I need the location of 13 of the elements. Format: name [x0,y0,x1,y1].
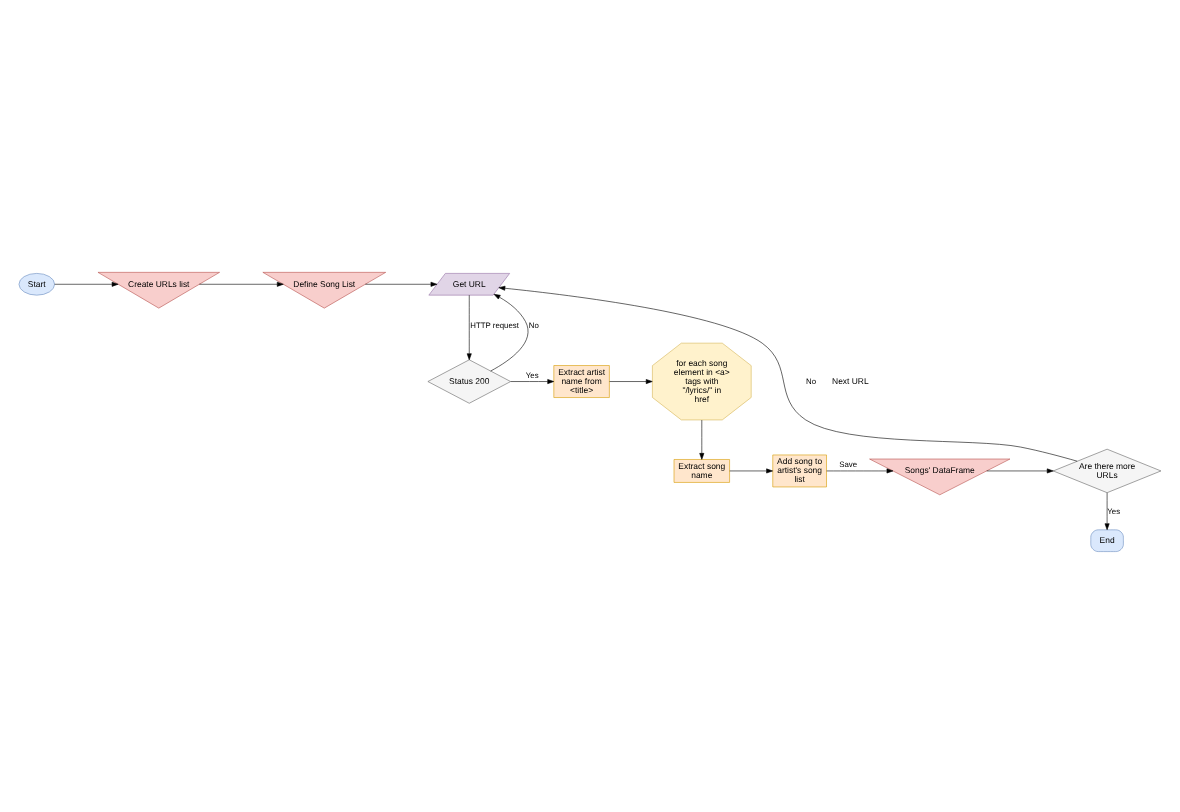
arrow [1104,492,1110,531]
arrow [466,294,472,361]
arrow [609,379,653,384]
arrow [199,281,284,287]
arrow [54,281,119,287]
arrow [986,468,1054,474]
arrow [699,419,705,460]
arrow [498,285,1078,462]
arrow [490,294,529,372]
arrow [510,379,554,384]
arrow [365,281,438,287]
arrow [826,468,894,474]
arrow [729,468,773,474]
